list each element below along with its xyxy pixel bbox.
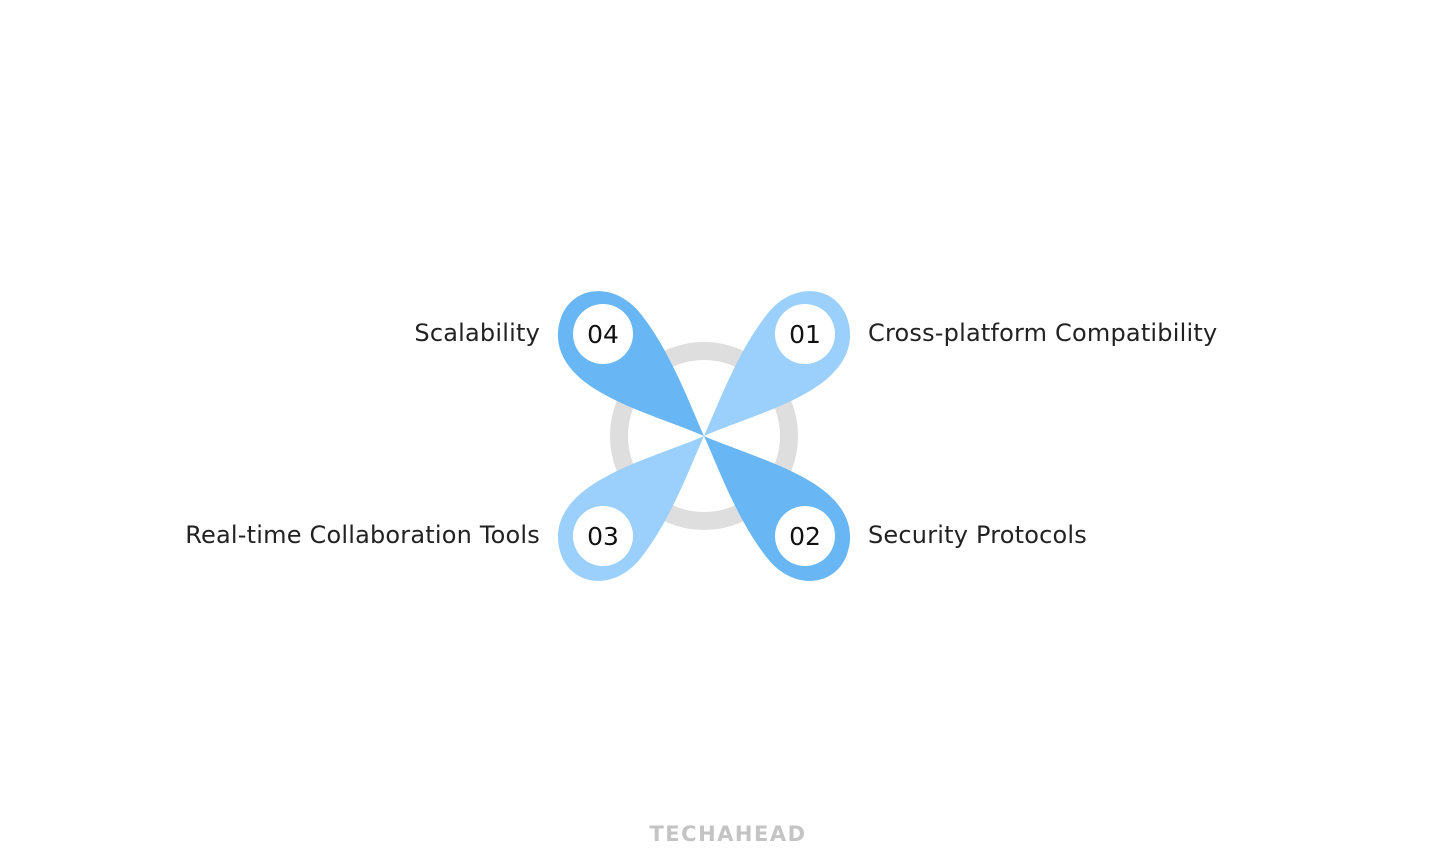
number-circle-03 xyxy=(573,506,633,566)
label-security-protocols: Security Protocols xyxy=(868,521,1088,549)
number-03: 03 xyxy=(587,522,619,551)
label-scalability: Scalability xyxy=(414,319,540,347)
number-circle-01 xyxy=(775,304,835,364)
number-02: 02 xyxy=(789,522,821,551)
number-01: 01 xyxy=(789,320,821,349)
number-04: 04 xyxy=(587,320,619,349)
label-real-time-collaboration-tools: Real-time Collaboration Tools xyxy=(185,521,540,549)
number-circle-04 xyxy=(573,304,633,364)
center-ring xyxy=(610,342,798,530)
techahead-logo: TECHAHEAD xyxy=(649,822,807,846)
number-circle-02 xyxy=(775,506,835,566)
label-cross-platform-compatibility: Cross-platform Compatibility xyxy=(868,319,1218,347)
